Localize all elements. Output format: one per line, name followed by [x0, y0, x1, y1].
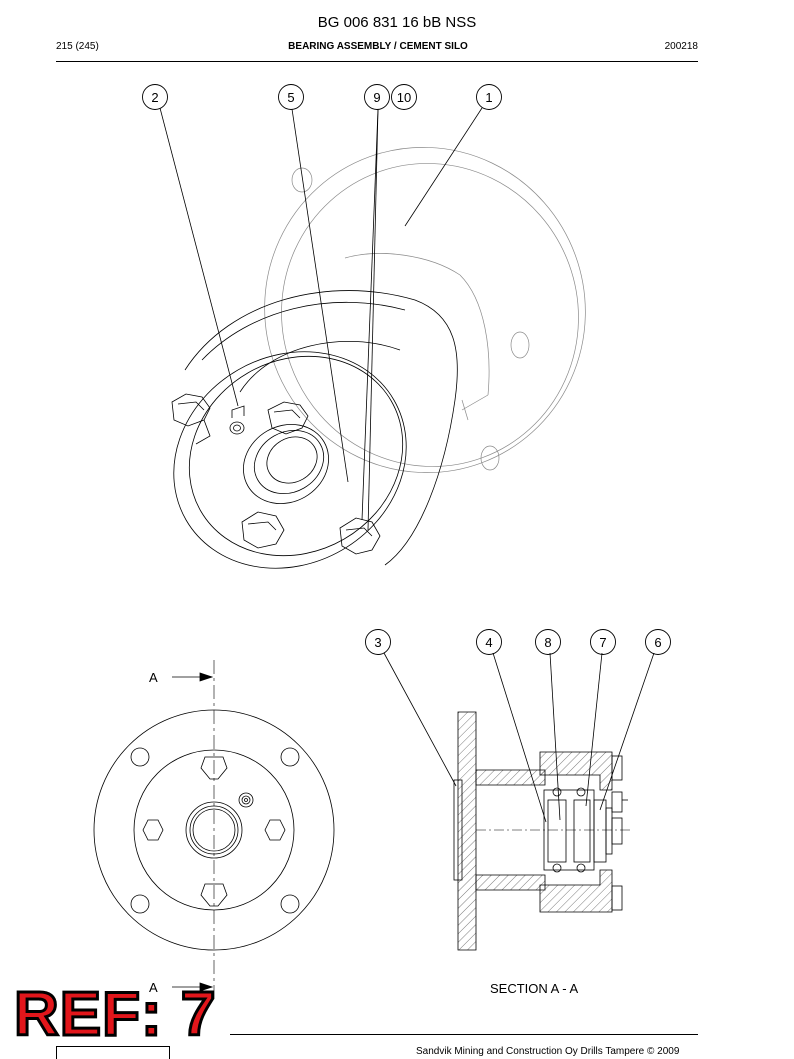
section-marker-top: A: [149, 670, 158, 685]
callout-4: 4: [485, 635, 492, 650]
hex-bolt: [267, 401, 309, 435]
callout-3: 3: [374, 635, 381, 650]
callout-9: 9: [373, 90, 380, 105]
callout-5: 5: [287, 90, 294, 105]
header-rule: [56, 61, 698, 62]
grease-nipple: [229, 405, 245, 435]
hex-bolt: [171, 393, 211, 445]
callout-10: 10: [397, 90, 411, 105]
callout-1: 1: [485, 90, 492, 105]
callout-8: 8: [544, 635, 551, 650]
front-view: A A: [93, 660, 335, 1000]
page-number: 215 (245): [56, 41, 99, 52]
isometric-view: 2 5 9 10 1: [142, 84, 586, 569]
document-title: BG 006 831 16 bB NSS: [317, 14, 477, 31]
section-marker-bottom: A: [149, 980, 158, 995]
footer-rule: [230, 1034, 698, 1035]
hex-bolt: [339, 517, 381, 555]
hex-bolt: [241, 511, 285, 549]
callout-6: 6: [654, 635, 661, 650]
section-label: SECTION A - A: [490, 981, 579, 996]
document-code: 200218: [664, 41, 698, 52]
callout-7: 7: [599, 635, 606, 650]
ref-stamp: REF: 7: [12, 980, 217, 1049]
callout-2: 2: [151, 90, 158, 105]
drawing-subtitle: BEARING ASSEMBLY / CEMENT SILO: [288, 41, 468, 52]
footer-copyright: Sandvik Mining and Construction Oy Drill…: [416, 1046, 680, 1057]
section-view: 3 4 8 7 6: [365, 629, 671, 951]
